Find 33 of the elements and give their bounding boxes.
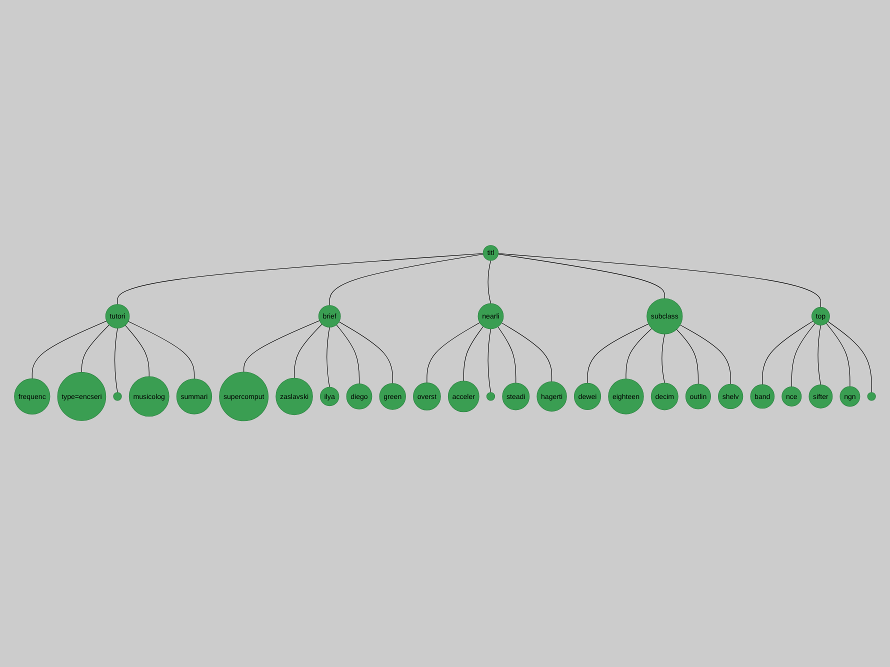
connector — [626, 328, 652, 380]
connector — [501, 322, 552, 382]
connector — [117, 254, 484, 305]
connector — [32, 321, 107, 380]
node-circle — [113, 392, 122, 402]
connector — [587, 324, 649, 384]
node-circle — [486, 392, 496, 402]
connector — [81, 324, 110, 373]
connector — [463, 326, 484, 382]
node-circle — [867, 392, 876, 402]
connector — [498, 254, 665, 300]
connector — [329, 254, 484, 306]
connector — [125, 325, 150, 378]
connector — [294, 324, 322, 379]
connector — [498, 254, 821, 308]
connector — [676, 330, 698, 385]
connector — [336, 324, 360, 384]
connector — [114, 328, 118, 394]
connector — [244, 320, 320, 373]
connector — [338, 322, 393, 384]
connector — [488, 329, 491, 394]
connector — [662, 334, 665, 384]
connector — [828, 322, 872, 394]
connector — [426, 322, 480, 384]
connector — [326, 327, 330, 388]
connector — [791, 323, 816, 388]
connector — [680, 325, 731, 385]
connector — [762, 321, 814, 386]
connector — [818, 325, 821, 386]
connector — [498, 326, 516, 384]
connector — [488, 260, 491, 304]
connector — [128, 322, 194, 380]
connector — [826, 323, 850, 388]
